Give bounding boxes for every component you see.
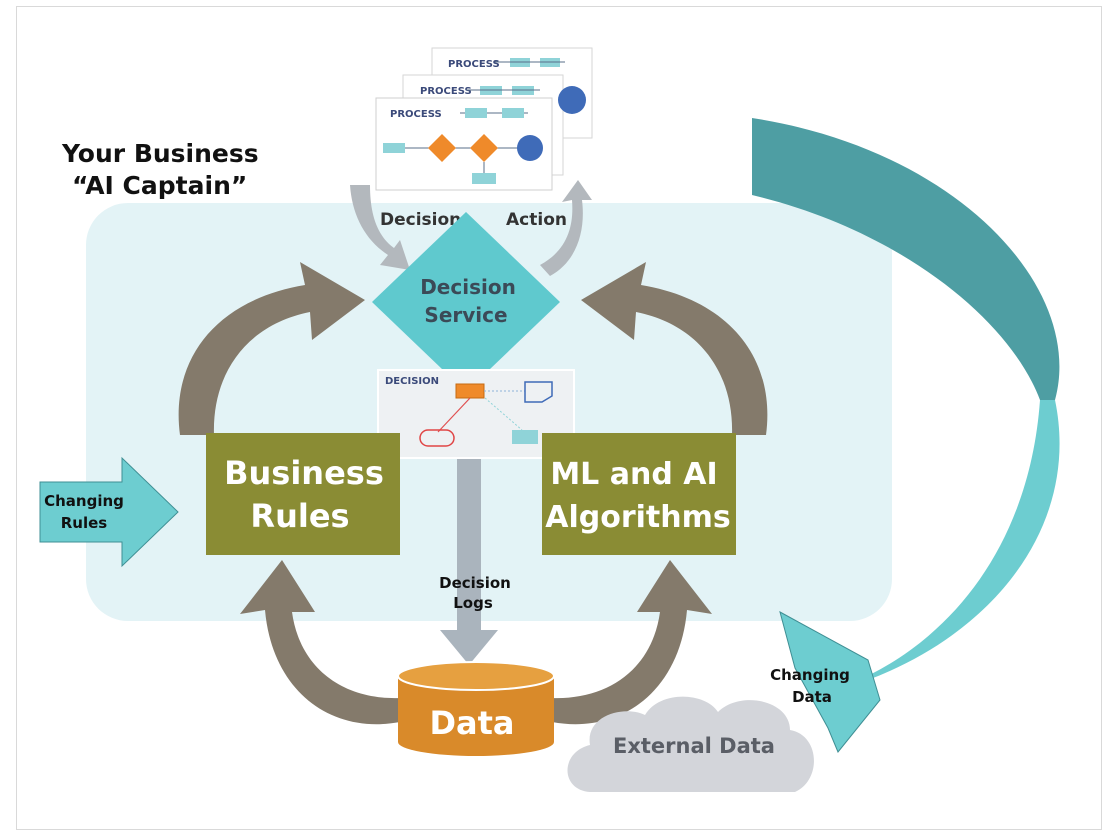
process-card-back-label: PROCESS xyxy=(448,59,500,70)
data-to-rules-arrow xyxy=(240,560,400,725)
changing-data-label-line2: Data xyxy=(792,688,832,706)
decision-logs-arrow xyxy=(440,455,498,665)
title-line1: Your Business xyxy=(61,139,259,168)
changing-data-arrow-lower xyxy=(833,400,1060,700)
data-cylinder xyxy=(397,661,555,756)
ml-ai-label-line2: Algorithms xyxy=(545,500,730,535)
business-rules-label-line1: Business xyxy=(224,454,384,492)
external-data-label: External Data xyxy=(613,734,775,758)
changing-rules-label-line1: Changing xyxy=(44,492,124,510)
decision-card: DECISION xyxy=(377,369,575,459)
decision-logs-label-line1: Decision xyxy=(439,574,511,592)
business-rules-box xyxy=(206,433,400,555)
data-to-ml-arrow xyxy=(552,560,712,725)
decision-service-label-line1: Decision xyxy=(420,275,516,299)
process-card-front-label: PROCESS xyxy=(390,109,442,120)
changing-rules-label-line2: Rules xyxy=(61,514,108,532)
external-data-cloud xyxy=(567,696,814,792)
process-card-front: PROCESS xyxy=(375,97,553,191)
decision-input-arrow xyxy=(350,185,410,270)
changing-rules-arrow xyxy=(39,456,179,568)
frame-border xyxy=(16,6,1102,830)
decision-card-label: DECISION xyxy=(385,376,439,387)
decision-service-label-line2: Service xyxy=(424,303,507,327)
changing-data-arrowhead xyxy=(779,611,881,753)
action-output-arrow xyxy=(540,180,592,276)
ml-ai-box xyxy=(542,433,736,555)
decision-arrow-label: Decision xyxy=(380,210,461,230)
business-rules-label-line2: Rules xyxy=(250,497,349,535)
process-card-middle-label: PROCESS xyxy=(420,86,472,97)
title-line2: “AI Captain” xyxy=(72,171,247,200)
ml-ai-label-line1: ML and AI xyxy=(550,457,717,492)
rules-to-service-arrow xyxy=(178,262,365,435)
changing-data-arrow-upper xyxy=(752,118,1060,400)
action-arrow-label: Action xyxy=(506,210,567,230)
ml-to-service-arrow xyxy=(581,262,768,435)
data-label: Data xyxy=(429,704,514,742)
decision-logs-label-line2: Logs xyxy=(453,594,493,612)
decision-service-diamond xyxy=(372,212,560,392)
changing-data-label-line1: Changing xyxy=(770,666,850,684)
